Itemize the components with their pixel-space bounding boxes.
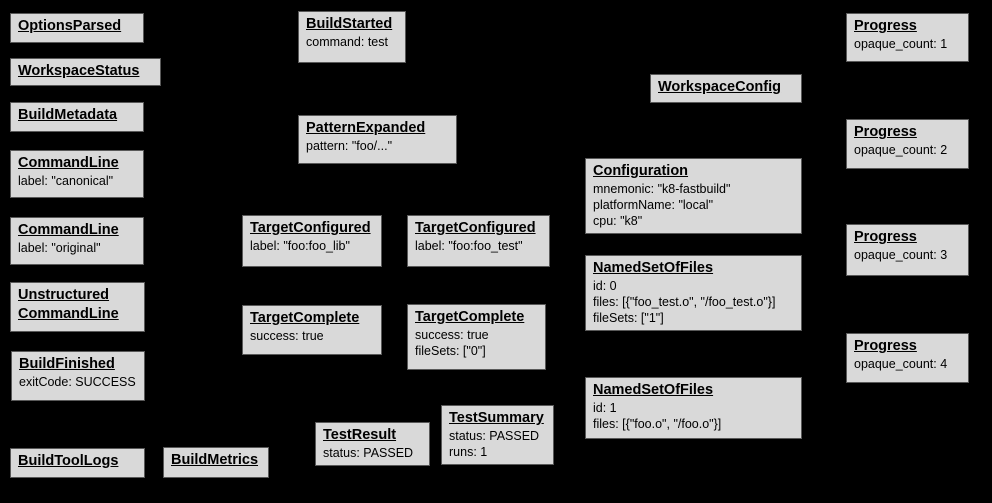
diagram-node: OptionsParsed: [10, 13, 144, 43]
diagram-node: NamedSetOfFiles id: 1 files: [{"foo.o", "/…: [585, 377, 802, 439]
node-field: files: [{"foo.o", "/foo.o"}]: [593, 417, 722, 431]
node-title: BuildToolLogs: [18, 453, 119, 469]
diagram-node: Progress opaque_count: 2: [846, 119, 969, 169]
node-field: files: [{"foo_test.o", "/foo_test.o"}]: [593, 295, 776, 309]
node-title: Configuration: [593, 163, 689, 179]
diagram-node: TargetComplete success: true fileSets: ["0…: [407, 304, 546, 370]
node-field: success: true: [415, 328, 489, 342]
node-field: id: 1: [593, 401, 617, 415]
node-field: cpu: "k8": [593, 214, 643, 228]
node-title: Progress: [854, 338, 917, 354]
diagram-node: BuildFinished exitCode: SUCCESS: [11, 351, 145, 401]
diagram-node: TargetConfigured label: "foo:foo_lib": [242, 215, 382, 267]
diagram-node: CommandLine label: "original": [10, 217, 144, 265]
node-field: opaque_count: 1: [854, 37, 948, 51]
diagram-node: TestSummary status: PASSED runs: 1: [441, 405, 554, 465]
node-title: NamedSetOfFiles: [593, 382, 714, 398]
node-title: OptionsParsed: [18, 18, 122, 34]
node-title: TargetConfigured: [415, 220, 536, 236]
node-field: success: true: [250, 329, 324, 343]
diagram-node: BuildToolLogs: [10, 448, 145, 478]
node-field: command: test: [306, 35, 388, 49]
node-title: TargetConfigured: [250, 220, 371, 236]
node-field: status: PASSED: [323, 446, 414, 460]
node-field: label: "foo:foo_test": [415, 239, 523, 253]
node-title: Progress: [854, 229, 917, 245]
node-title: Unstructured CommandLine: [18, 287, 119, 322]
node-title: TestResult: [323, 427, 397, 443]
node-field: pattern: "foo/...": [306, 139, 393, 153]
node-title: BuildMetadata: [18, 107, 118, 123]
node-title: BuildFinished: [19, 356, 115, 372]
node-field: platformName: "local": [593, 198, 714, 212]
node-title: Progress: [854, 124, 917, 140]
diagram-node: Progress opaque_count: 1: [846, 13, 969, 62]
node-field: exitCode: SUCCESS: [19, 375, 136, 389]
node-title: CommandLine: [18, 222, 119, 238]
node-title: NamedSetOfFiles: [593, 260, 714, 276]
diagram-node: NamedSetOfFiles id: 0 files: [{"foo_test.o…: [585, 255, 802, 331]
node-title: TargetComplete: [415, 309, 525, 325]
node-field: mnemonic: "k8-fastbuild": [593, 182, 731, 196]
diagram-node: BuildMetrics: [163, 447, 269, 478]
node-field: opaque_count: 3: [854, 248, 948, 262]
diagram-node: BuildStarted command: test: [298, 11, 406, 63]
node-title: TestSummary: [449, 410, 544, 426]
node-title: BuildStarted: [306, 16, 393, 32]
node-field: label: "canonical": [18, 174, 114, 188]
node-field: runs: 1: [449, 445, 488, 459]
node-title: BuildMetrics: [171, 452, 259, 468]
node-title: WorkspaceStatus: [18, 63, 140, 79]
diagram-node: TestResult status: PASSED: [315, 422, 430, 466]
node-field: status: PASSED: [449, 429, 540, 443]
diagram-node: TargetComplete success: true: [242, 305, 382, 355]
node-field: id: 0: [593, 279, 617, 293]
node-field: label: "foo:foo_lib": [250, 239, 350, 253]
node-title: Progress: [854, 18, 917, 34]
node-field: opaque_count: 4: [854, 357, 948, 371]
diagram-node: CommandLine label: "canonical": [10, 150, 144, 198]
diagram-node: TargetConfigured label: "foo:foo_test": [407, 215, 550, 267]
node-title: WorkspaceConfig: [658, 79, 782, 95]
node-field: opaque_count: 2: [854, 143, 948, 157]
diagram-node: PatternExpanded pattern: "foo/...": [298, 115, 457, 164]
diagram-node: Progress opaque_count: 3: [846, 224, 969, 276]
diagram-node: WorkspaceStatus: [10, 58, 161, 86]
node-field: label: "original": [18, 241, 101, 255]
diagram-node: Unstructured CommandLine: [10, 282, 145, 332]
node-field: fileSets: ["0"]: [415, 344, 486, 358]
node-title: CommandLine: [18, 155, 119, 171]
node-title: PatternExpanded: [306, 120, 426, 136]
diagram-node: WorkspaceConfig: [650, 74, 802, 103]
diagram-node: Configuration mnemonic: "k8-fastbuild" pla…: [585, 158, 802, 234]
node-field: fileSets: ["1"]: [593, 311, 664, 325]
diagram-node: BuildMetadata: [10, 102, 144, 132]
node-title: TargetComplete: [250, 310, 360, 326]
diagram-node: Progress opaque_count: 4: [846, 333, 969, 383]
